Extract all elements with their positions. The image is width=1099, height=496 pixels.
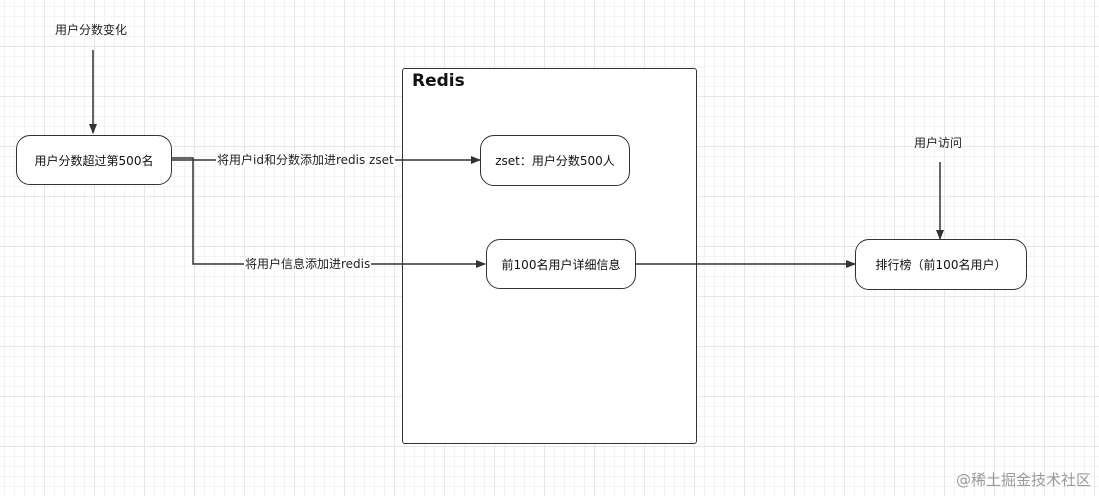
watermark: @稀土掘金技术社区 (955, 471, 1091, 489)
redis-container-title: Redis (412, 71, 465, 91)
edge-label-add-info: 将用户信息添加进redis (244, 257, 372, 271)
top100-detail-node[interactable]: 前100名用户详细信息 (486, 239, 636, 289)
score-change-text: 用户分数变化 (55, 23, 128, 37)
zset-node[interactable]: zset：用户分数500人 (480, 135, 630, 186)
exceed-500-node[interactable]: 用户分数超过第500名 (16, 135, 172, 185)
edge-exceed-to-top100 (172, 157, 486, 268)
leaderboard-node[interactable]: 排行榜（前100名用户） (855, 239, 1027, 290)
edge-label-add-zset: 将用户id和分数添加进redis zset (216, 153, 395, 167)
user-visit-text: 用户访问 (914, 136, 963, 150)
